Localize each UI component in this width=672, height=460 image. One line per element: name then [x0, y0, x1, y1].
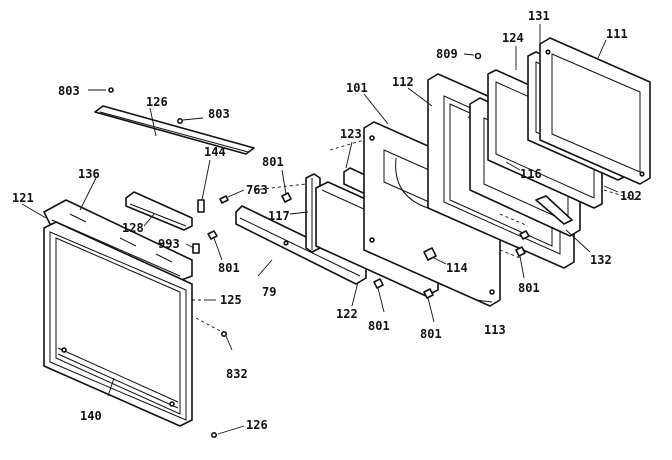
label-102: 102 — [620, 189, 642, 203]
leader-101 — [363, 93, 389, 125]
leader-112 — [407, 87, 433, 107]
label-993: 993 — [158, 237, 180, 251]
label-801-c: 801 — [518, 281, 540, 295]
part-126-strip — [94, 105, 255, 155]
leader-128 — [143, 213, 155, 227]
label-114: 114 — [446, 261, 468, 275]
leader-801a — [213, 237, 223, 261]
leader-111 — [597, 39, 607, 59]
label-128: 128 — [122, 221, 144, 235]
label-126-a: 126 — [146, 95, 168, 109]
leader-993 — [185, 243, 195, 249]
label-136: 136 — [78, 167, 100, 181]
label-125: 125 — [220, 293, 242, 307]
label-809: 809 — [436, 47, 458, 61]
clip-801-bottom-b — [423, 288, 435, 323]
leader-140 — [107, 377, 115, 397]
part-128-bracket — [125, 191, 193, 231]
part-111-outer-glass — [539, 37, 651, 185]
label-801-b: 801 — [262, 155, 284, 169]
clip-right-small — [519, 230, 530, 240]
label-803-b: 803 — [208, 107, 230, 121]
clip-801-upper — [281, 169, 292, 203]
leader-116 — [505, 161, 521, 171]
label-101: 101 — [346, 81, 368, 95]
label-112: 112 — [392, 75, 414, 89]
part-140-door-frame — [43, 221, 193, 427]
part-993 — [192, 243, 200, 254]
screw-809 — [463, 52, 482, 60]
label-801-d: 801 — [368, 319, 390, 333]
leader-122 — [351, 281, 359, 307]
clip-801-right — [515, 246, 526, 279]
part-144 — [197, 159, 211, 213]
label-117: 117 — [268, 209, 290, 223]
label-131: 131 — [528, 9, 550, 23]
label-832: 832 — [226, 367, 248, 381]
label-132: 132 — [590, 253, 612, 267]
label-79: 79 — [262, 285, 276, 299]
leader-79 — [257, 259, 273, 277]
part-132 — [535, 195, 591, 253]
guide-dash-2 — [499, 213, 529, 227]
leader-126 — [149, 107, 157, 137]
label-801-a: 801 — [218, 261, 240, 275]
label-113: 113 — [484, 323, 506, 337]
label-124: 124 — [502, 31, 524, 45]
leader-113 — [475, 299, 493, 303]
clip-801-bottom-a — [373, 278, 385, 313]
leader-102 — [603, 185, 619, 193]
label-801-e: 801 — [420, 327, 442, 341]
part-79-handle — [235, 205, 367, 285]
leader-123 — [345, 141, 353, 169]
screw-832 — [195, 317, 233, 351]
clip-801-left — [207, 230, 218, 240]
label-140: 140 — [80, 409, 102, 423]
label-803-a: 803 — [58, 84, 80, 98]
label-144: 144 — [204, 145, 226, 159]
leader-121 — [21, 203, 47, 219]
label-116: 116 — [520, 167, 542, 181]
leader-136 — [79, 177, 97, 211]
label-126-b: 126 — [246, 418, 268, 432]
screw-803-top — [88, 87, 114, 93]
part-763 — [219, 189, 245, 204]
guide-dash-1 — [329, 139, 365, 151]
label-763: 763 — [246, 183, 268, 197]
label-111: 111 — [606, 27, 628, 41]
guide-dash-5 — [253, 183, 307, 191]
label-122: 122 — [336, 307, 358, 321]
screw-126-bottom — [211, 425, 245, 438]
label-121: 121 — [12, 191, 34, 205]
label-123: 123 — [340, 127, 362, 141]
leader-117 — [289, 211, 309, 215]
screw-803 — [177, 117, 204, 125]
part-114 — [423, 247, 447, 265]
